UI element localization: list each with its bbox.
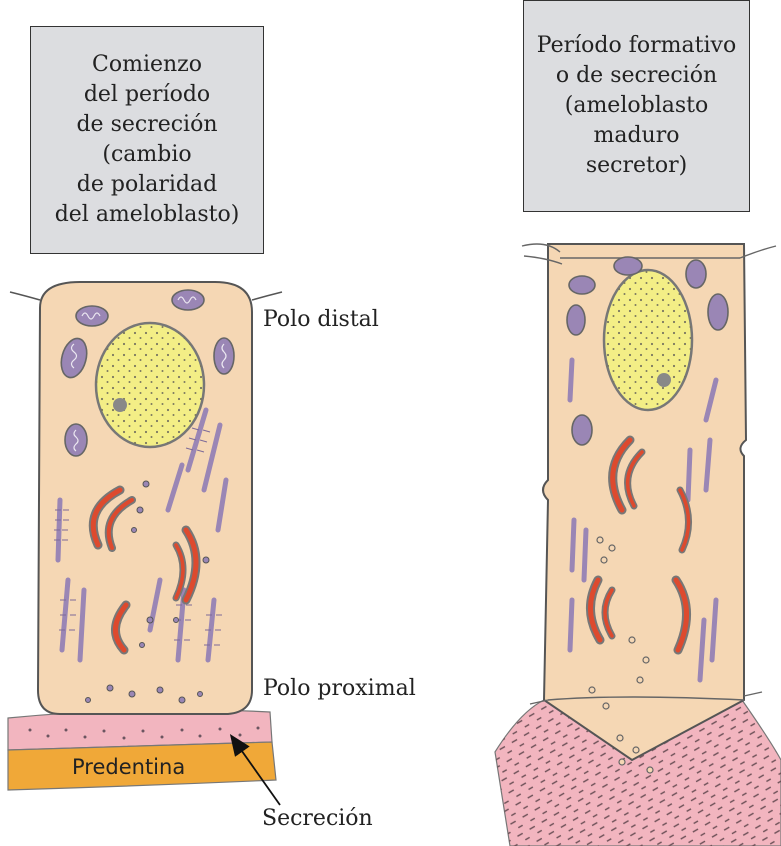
right-caption-line: Período formativo	[524, 31, 749, 61]
right-stage-caption: Período formativo o de secreción (amelob…	[523, 0, 750, 212]
right-caption-line: secretor)	[524, 151, 749, 181]
right-caption-line: (ameloblasto	[524, 91, 749, 121]
left-ameloblast	[8, 282, 282, 805]
right-caption-line: maduro	[524, 121, 749, 151]
polo-distal-label: Polo distal	[263, 307, 379, 332]
left-caption-line: (cambio	[31, 140, 263, 170]
left-stage-caption: Comienzo del período de secreción (cambi…	[30, 26, 264, 254]
left-caption-line: de polaridad	[31, 170, 263, 200]
predentina-label: Predentina	[72, 755, 185, 779]
left-caption-line: del ameloblasto)	[31, 200, 263, 230]
left-caption-line: Comienzo	[31, 50, 263, 80]
right-ameloblast	[495, 244, 781, 846]
right-caption-line: o de secreción	[524, 61, 749, 91]
left-caption-line: de secreción	[31, 110, 263, 140]
secrecion-label: Secreción	[262, 806, 373, 831]
polo-proximal-label: Polo proximal	[263, 676, 416, 701]
left-caption-line: del período	[31, 80, 263, 110]
